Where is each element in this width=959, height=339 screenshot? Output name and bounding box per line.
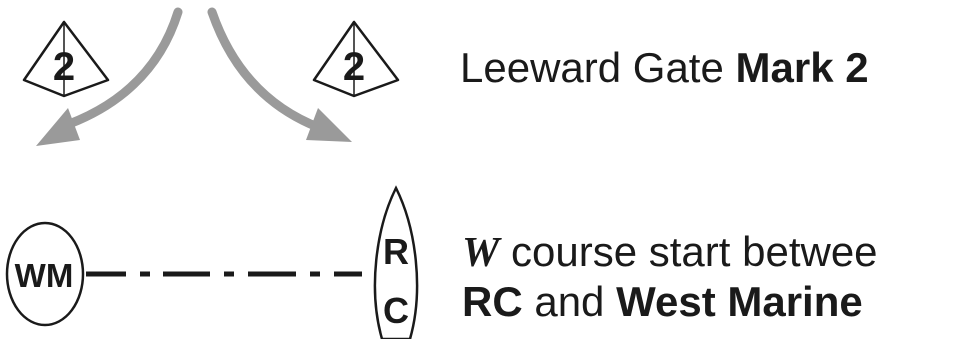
race-committee-boat: R C <box>373 185 419 339</box>
gate-prefix: Leeward Gate <box>460 44 724 91</box>
start-rc: RC <box>462 278 523 325</box>
right-rounding-arrow <box>207 7 352 142</box>
course-start-line1: W course start betwee <box>462 228 878 277</box>
start-west-marine: West Marine <box>616 278 863 325</box>
rc-label-bottom: C <box>383 290 409 331</box>
start-and: and <box>522 278 617 325</box>
leeward-mark-left: 2 <box>22 20 110 98</box>
rc-label-top: R <box>383 231 409 272</box>
gate-mark: Mark 2 <box>735 44 869 91</box>
leeward-mark-right: 2 <box>312 20 400 98</box>
course-letter: W <box>462 230 500 276</box>
leeward-gate-caption: Leeward Gate Mark 2 <box>460 44 869 92</box>
wm-label: WM <box>15 257 74 294</box>
right-mark-number: 2 <box>343 45 365 89</box>
west-marine-buoy: WM <box>5 221 85 327</box>
course-rest: course start betwee <box>499 228 878 275</box>
course-start-line2: RC and West Marine <box>462 278 863 326</box>
left-rounding-arrow <box>36 7 183 146</box>
left-mark-number: 2 <box>53 45 75 89</box>
